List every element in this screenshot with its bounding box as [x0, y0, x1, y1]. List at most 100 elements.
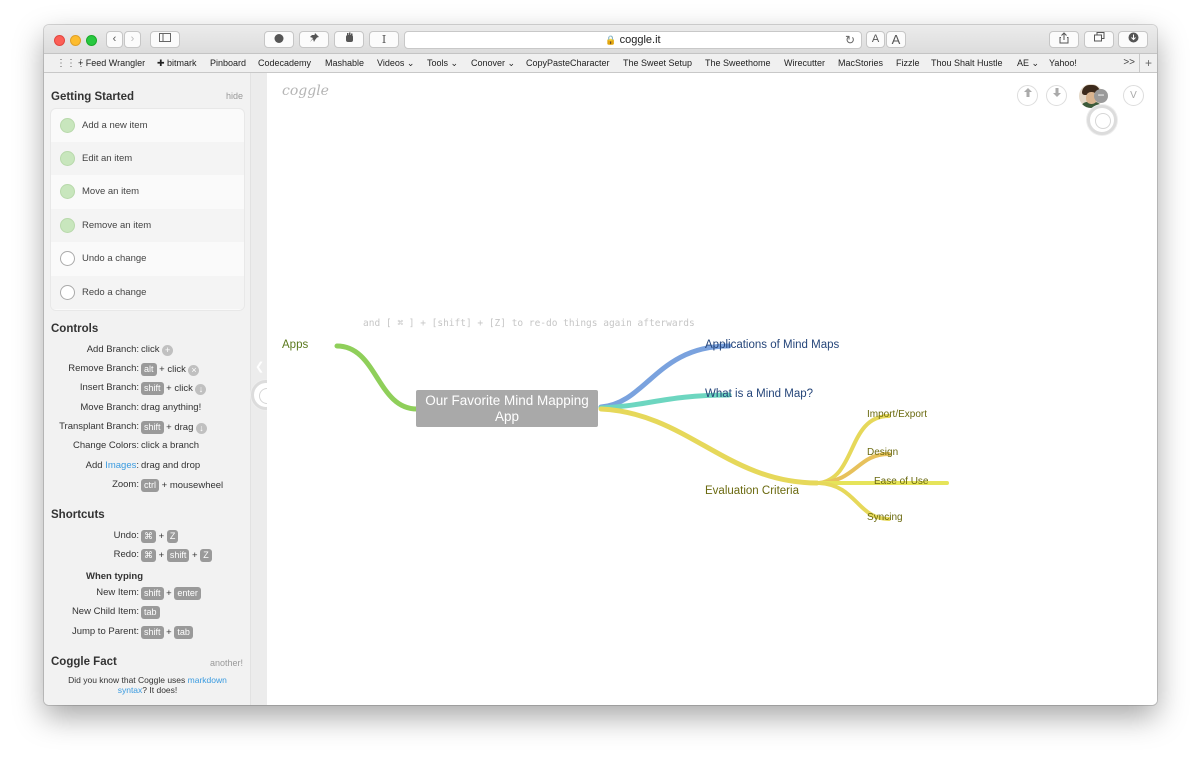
downloads-button[interactable]	[1118, 31, 1148, 48]
node-import-export[interactable]: Import/Export	[867, 409, 928, 420]
tabs-button[interactable]	[1084, 31, 1114, 48]
reload-icon[interactable]: ↻	[844, 33, 855, 47]
control-value: + click	[166, 383, 193, 394]
controls-heading: Controls	[51, 323, 99, 335]
upload-arrow-icon	[1023, 88, 1032, 97]
branch-evaluation[interactable]	[598, 406, 820, 486]
minimize-window-button[interactable]	[70, 35, 81, 46]
images-link[interactable]: Images	[105, 460, 137, 471]
new-tab-plus-icon[interactable]: +	[1139, 54, 1157, 73]
central-node[interactable]: Our Favorite Mind Mapping App	[416, 390, 598, 427]
favorite-yahoo[interactable]: Yahoo!	[1049, 58, 1077, 68]
fact-text-prefix: Did you know that Coggle uses	[68, 675, 186, 685]
download-icon	[1128, 32, 1138, 43]
list-item[interactable]: Undo a change	[51, 242, 244, 275]
circle-extension-icon	[274, 34, 284, 43]
text-smaller-button[interactable]: A	[866, 31, 885, 48]
coggle-fact-text: Did you know that Coggle uses markdown s…	[44, 675, 250, 695]
coggle-sidebar: Getting Started hide Add a new item Edit…	[44, 73, 251, 705]
pin-button[interactable]	[299, 31, 329, 48]
favorite-the-sweet-setup[interactable]: The Sweet Setup	[623, 58, 693, 68]
syntax-link[interactable]: syntax	[117, 685, 143, 695]
favorite-macstories[interactable]: MacStories	[838, 58, 884, 68]
key-badge: tab	[141, 606, 160, 619]
favorite-copypastecharacter[interactable]: CopyPasteCharacter	[526, 58, 610, 68]
control-row: Add Branch: click +	[44, 344, 250, 360]
getting-started-heading: Getting Started	[51, 91, 135, 103]
favorite-bitmark[interactable]: ✚ bitmark	[157, 58, 197, 68]
canvas-drag-ring[interactable]	[1087, 105, 1117, 135]
branch-syncing[interactable]	[817, 481, 891, 521]
shortcut-row-redo: Redo: ⌘ + shift + Z	[44, 549, 250, 565]
control-value: drag and drop	[141, 460, 201, 471]
upload-button[interactable]	[1017, 85, 1038, 106]
pin-icon	[309, 33, 319, 42]
text-larger-button[interactable]: A	[886, 31, 906, 48]
favorite-thou-shalt-hustle[interactable]: Thou Shalt Hustle	[931, 58, 1003, 68]
favorite-tools[interactable]: Tools ⌄	[427, 58, 459, 68]
mind-map-canvas[interactable]: coggle − V and [ ⌘ ] + [shift] + [Z] to …	[267, 73, 1157, 705]
key-badge: ⌘	[141, 530, 156, 543]
branch-applications[interactable]	[598, 343, 732, 410]
favorite-videos[interactable]: Videos ⌄	[377, 58, 415, 68]
control-row: Zoom: ctrl + mousewheel	[44, 479, 250, 495]
favorite-feed-wrangler[interactable]: + Feed Wrangler	[78, 58, 146, 68]
list-item[interactable]: Remove an item	[51, 209, 244, 242]
another-fact-link[interactable]: another!	[209, 658, 243, 668]
node-applications[interactable]: Applications of Mind Maps	[705, 339, 840, 351]
collaborator-avatar[interactable]	[1079, 84, 1103, 108]
collaborator-initial-button[interactable]: V	[1123, 85, 1144, 106]
key-badge: shift	[166, 549, 190, 562]
remove-collaborator-icon[interactable]: −	[1094, 89, 1108, 103]
favorites-overflow-button[interactable]: >>	[1123, 57, 1135, 68]
key-badge: Z	[200, 549, 212, 562]
list-item-label: Remove an item	[82, 220, 152, 231]
back-button[interactable]: ‹	[106, 31, 123, 48]
coggle-fact-heading: Coggle Fact	[51, 656, 117, 668]
share-button[interactable]	[1049, 31, 1079, 48]
shortcut-row-new-child: New Child Item: tab	[44, 606, 250, 622]
favorite-fizzle[interactable]: Fizzle	[896, 58, 920, 68]
branch-import-export[interactable]	[817, 414, 891, 485]
favorite-pinboard[interactable]: Pinboard	[210, 58, 247, 68]
key-badge: tab	[174, 626, 193, 639]
favorite-codecademy[interactable]: Codecademy	[258, 58, 312, 68]
node-apps[interactable]: Apps	[282, 339, 309, 351]
control-row: Add Images: drag and drop	[44, 460, 250, 476]
zoom-window-button[interactable]	[86, 35, 97, 46]
branch-what-is[interactable]	[598, 392, 732, 411]
control-row: Insert Branch: shift + click ↓	[44, 382, 250, 398]
download-button[interactable]	[1046, 85, 1067, 106]
markdown-link[interactable]: markdown	[187, 675, 227, 685]
favorite-wirecutter[interactable]: Wirecutter	[784, 58, 826, 68]
shortcut-label: Redo:	[113, 549, 139, 560]
list-item[interactable]: Move an item	[51, 175, 244, 208]
address-bar[interactable]: 🔒coggle.it ↻	[404, 31, 862, 49]
hide-link[interactable]: hide	[225, 91, 243, 101]
favorite-ae[interactable]: AE ⌄	[1017, 58, 1040, 68]
favorite-conover[interactable]: Conover ⌄	[471, 58, 516, 68]
list-item[interactable]: Redo a change	[51, 276, 244, 309]
favorite-the-sweethome[interactable]: The Sweethome	[705, 58, 771, 68]
node-syncing[interactable]: Syncing	[867, 512, 903, 523]
sidebar-toggle-button[interactable]	[150, 31, 180, 48]
collapse-sidebar-chevron-icon[interactable]: ❮	[255, 361, 265, 373]
hand-button[interactable]	[334, 31, 364, 48]
favorite-mashable[interactable]: Mashable	[325, 58, 365, 68]
forward-button[interactable]: ›	[124, 31, 141, 48]
grid-icon[interactable]: ⋮⋮⋮	[56, 58, 86, 69]
list-item[interactable]: Add a new item	[51, 109, 244, 142]
list-item[interactable]: Edit an item	[51, 142, 244, 175]
node-evaluation[interactable]: Evaluation Criteria	[705, 485, 799, 497]
branch-apps[interactable]	[334, 343, 420, 412]
node-design[interactable]: Design	[867, 447, 899, 458]
add-circle-icon: +	[162, 345, 174, 356]
getting-started-list: Add a new item Edit an item Move an item…	[51, 109, 244, 310]
node-what-is[interactable]: What is a Mind Map?	[705, 388, 814, 400]
extension-button-1[interactable]	[264, 31, 294, 48]
close-window-button[interactable]	[54, 35, 65, 46]
node-ease-of-use[interactable]: Ease of Use	[874, 476, 929, 487]
list-item-label: Move an item	[82, 186, 140, 197]
tabs-icon	[1093, 32, 1104, 42]
text-cursor-button[interactable]: I	[369, 31, 399, 48]
